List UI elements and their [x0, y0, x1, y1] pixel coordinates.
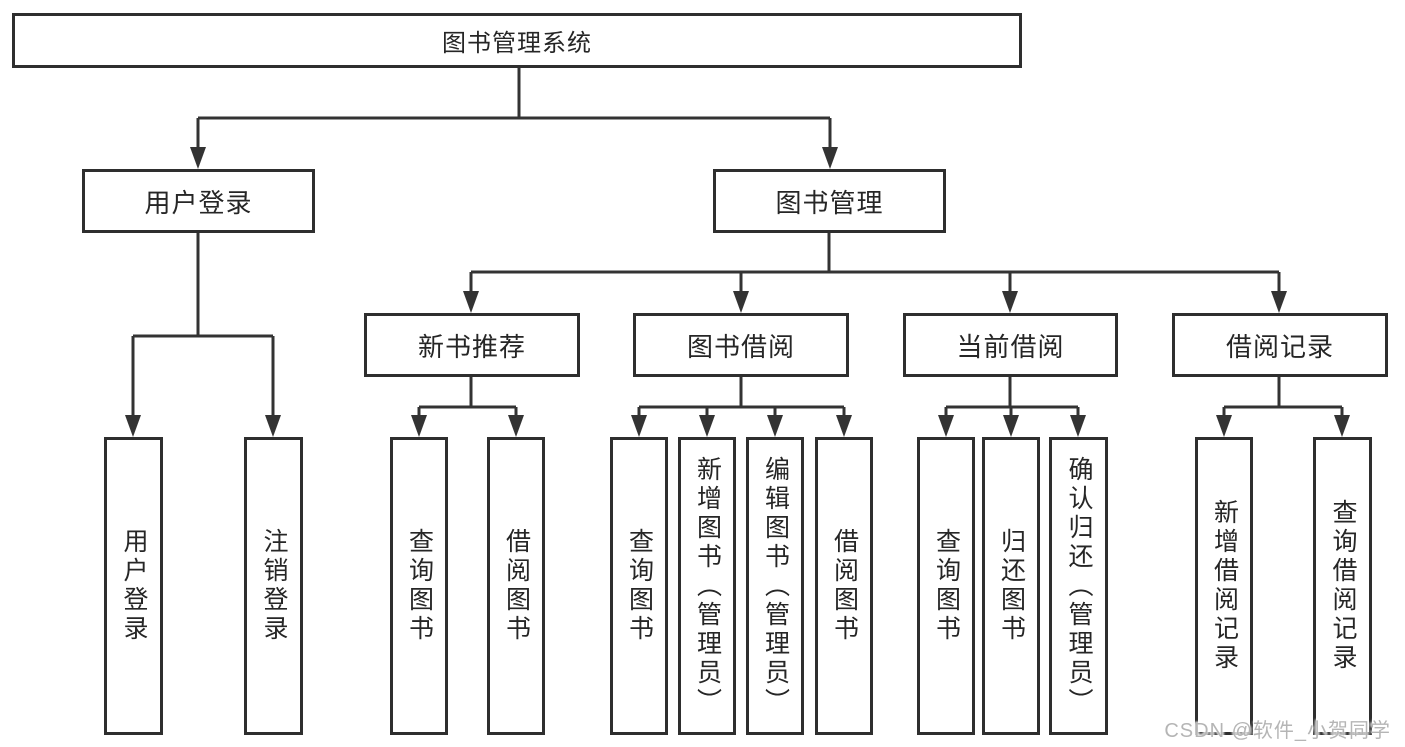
- leaf-add-books-admin-label: 新增图书（管理员）: [693, 455, 722, 717]
- edge-recommend-to-leaves: [411, 377, 524, 437]
- node-root: 图书管理系统: [12, 13, 1022, 68]
- leaf-return-books-label: 归还图书: [997, 528, 1026, 644]
- leaf-recommend-borrow-books-label: 借阅图书: [502, 528, 531, 644]
- csdn-watermark: CSDN @软件_小贺同学: [1164, 720, 1391, 742]
- leaf-logout: 注销登录: [244, 437, 303, 735]
- leaf-add-books-admin: 新增图书（管理员）: [678, 437, 736, 735]
- leaf-query-borrow-record-label: 查询借阅记录: [1329, 499, 1357, 673]
- leaf-borrow-query-books: 查询图书: [610, 437, 668, 735]
- leaf-borrow-books: 借阅图书: [815, 437, 873, 735]
- leaf-query-borrow-record: 查询借阅记录: [1313, 437, 1372, 735]
- edge-book-management-to-modules: [463, 233, 1287, 313]
- leaf-confirm-return-admin-label: 确认归还（管理员）: [1065, 455, 1093, 717]
- node-borrow-records-label: 借阅记录: [1225, 331, 1334, 362]
- leaf-add-borrow-record-label: 新增借阅记录: [1210, 499, 1239, 673]
- leaf-edit-books-admin: 编辑图书（管理员）: [746, 437, 804, 735]
- leaf-user-login-label: 用户登录: [120, 528, 148, 644]
- leaf-add-borrow-record: 新增借阅记录: [1195, 437, 1253, 735]
- leaf-borrow-query-books-label: 查询图书: [625, 528, 654, 644]
- leaf-edit-books-admin-label: 编辑图书（管理员）: [761, 455, 790, 717]
- leaf-recommend-query-books: 查询图书: [390, 437, 448, 735]
- leaf-current-query-books: 查询图书: [917, 437, 975, 735]
- leaf-return-books: 归还图书: [982, 437, 1040, 735]
- node-book-borrow-label: 图书借阅: [686, 331, 795, 362]
- leaf-borrow-books-label: 借阅图书: [830, 528, 859, 644]
- node-root-label: 图书管理系统: [442, 30, 592, 57]
- node-current-borrow-label: 当前借阅: [956, 331, 1065, 362]
- edge-book-borrow-to-leaves: [631, 377, 852, 437]
- node-current-borrow: 当前借阅: [903, 313, 1118, 377]
- edge-user-login-to-leaves: [125, 233, 281, 437]
- leaf-current-query-books-label: 查询图书: [932, 528, 961, 644]
- node-new-book-recommend-label: 新书推荐: [417, 331, 526, 362]
- node-book-borrow: 图书借阅: [633, 313, 849, 377]
- edge-root-to-level2: [190, 65, 838, 169]
- node-book-management-label: 图书管理: [775, 187, 884, 218]
- leaf-recommend-borrow-books: 借阅图书: [487, 437, 545, 735]
- edge-borrow-records-to-leaves: [1216, 377, 1350, 437]
- leaf-recommend-query-books-label: 查询图书: [405, 528, 434, 644]
- node-book-management: 图书管理: [713, 169, 946, 233]
- edge-current-borrow-to-leaves: [938, 377, 1086, 437]
- leaf-confirm-return-admin: 确认归还（管理员）: [1049, 437, 1108, 735]
- node-borrow-records: 借阅记录: [1172, 313, 1388, 377]
- node-new-book-recommend: 新书推荐: [364, 313, 580, 377]
- leaf-user-login: 用户登录: [104, 437, 163, 735]
- node-user-login-label: 用户登录: [144, 187, 253, 218]
- node-user-login: 用户登录: [82, 169, 315, 233]
- leaf-logout-label: 注销登录: [260, 528, 288, 644]
